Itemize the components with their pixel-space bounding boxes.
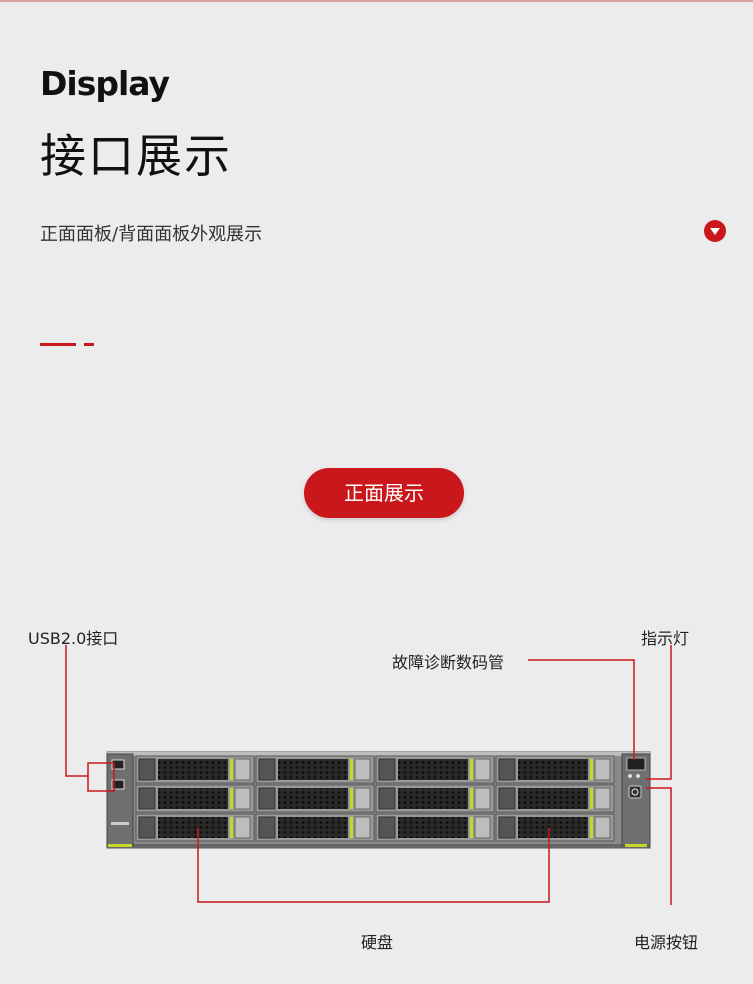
diagnostic-callout-line bbox=[528, 659, 635, 760]
disk-bay bbox=[135, 784, 255, 813]
top-divider bbox=[0, 0, 753, 2]
disk-bay bbox=[135, 755, 255, 784]
callout-lines bbox=[65, 645, 672, 905]
page-title: 接口展示 bbox=[40, 129, 232, 183]
power-button bbox=[628, 785, 642, 799]
front-view-button[interactable]: 正面展示 bbox=[304, 468, 464, 518]
server-front-panel-illustration bbox=[65, 645, 672, 905]
disk-bay bbox=[495, 813, 615, 842]
disk-callout-line bbox=[197, 828, 550, 903]
disk-bay bbox=[135, 813, 255, 842]
usb-callout-box bbox=[87, 762, 115, 792]
disk-bay bbox=[255, 755, 375, 784]
diagnostic-display bbox=[626, 757, 646, 771]
disk-bay bbox=[255, 784, 375, 813]
page-title-english: Display bbox=[40, 64, 170, 103]
page-subtitle: 正面面板/背面面板外观展示 bbox=[40, 224, 263, 245]
indicator-callout-line bbox=[646, 645, 672, 780]
disk-bay bbox=[495, 755, 615, 784]
power-button-label: 电源按钮 bbox=[634, 933, 699, 952]
usb-port bbox=[111, 759, 125, 770]
disk-bay bbox=[375, 755, 495, 784]
accent-dash bbox=[40, 343, 76, 346]
usb-callout-line bbox=[65, 645, 88, 777]
disk-bay bbox=[255, 813, 375, 842]
indicator-light-label: 指示灯 bbox=[641, 629, 690, 648]
hard-disk-label: 硬盘 bbox=[361, 933, 394, 952]
diagnostic-display-label: 故障诊断数码管 bbox=[392, 653, 505, 672]
chevron-down-icon[interactable] bbox=[704, 220, 726, 242]
usb-port-label: USB2.0接口 bbox=[28, 629, 119, 648]
accent-dash-short bbox=[84, 343, 94, 346]
power-callout-line bbox=[646, 787, 672, 905]
disk-bay bbox=[375, 813, 495, 842]
disk-bay bbox=[375, 784, 495, 813]
usb-port bbox=[111, 779, 125, 790]
disk-bay bbox=[495, 784, 615, 813]
